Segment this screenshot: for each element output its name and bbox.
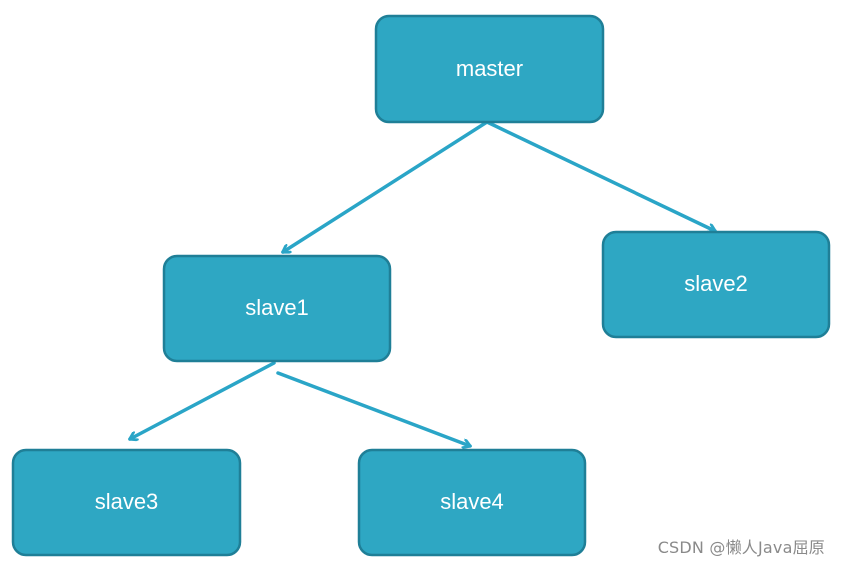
- node-slave3-label: slave3: [95, 489, 159, 514]
- node-slave1: slave1: [162, 254, 392, 363]
- nodes-layer: master slave1 slave2 slave3 slave4: [11, 14, 831, 557]
- node-master: master: [374, 14, 605, 124]
- node-slave3: slave3: [11, 448, 242, 557]
- edges-layer: [130, 120, 715, 446]
- node-master-label: master: [456, 56, 523, 81]
- edge-slave1-slave3: [130, 361, 276, 439]
- watermark-text: CSDN @懒人Java屈原: [657, 538, 825, 557]
- node-slave2-label: slave2: [684, 271, 748, 296]
- node-slave2: slave2: [601, 230, 831, 339]
- edge-slave1-slave4: [276, 371, 470, 446]
- node-slave4-label: slave4: [440, 489, 504, 514]
- node-slave4: slave4: [357, 448, 587, 557]
- edge-master-slave2: [485, 120, 715, 231]
- edge-master-slave1: [283, 120, 489, 254]
- node-slave1-label: slave1: [245, 295, 309, 320]
